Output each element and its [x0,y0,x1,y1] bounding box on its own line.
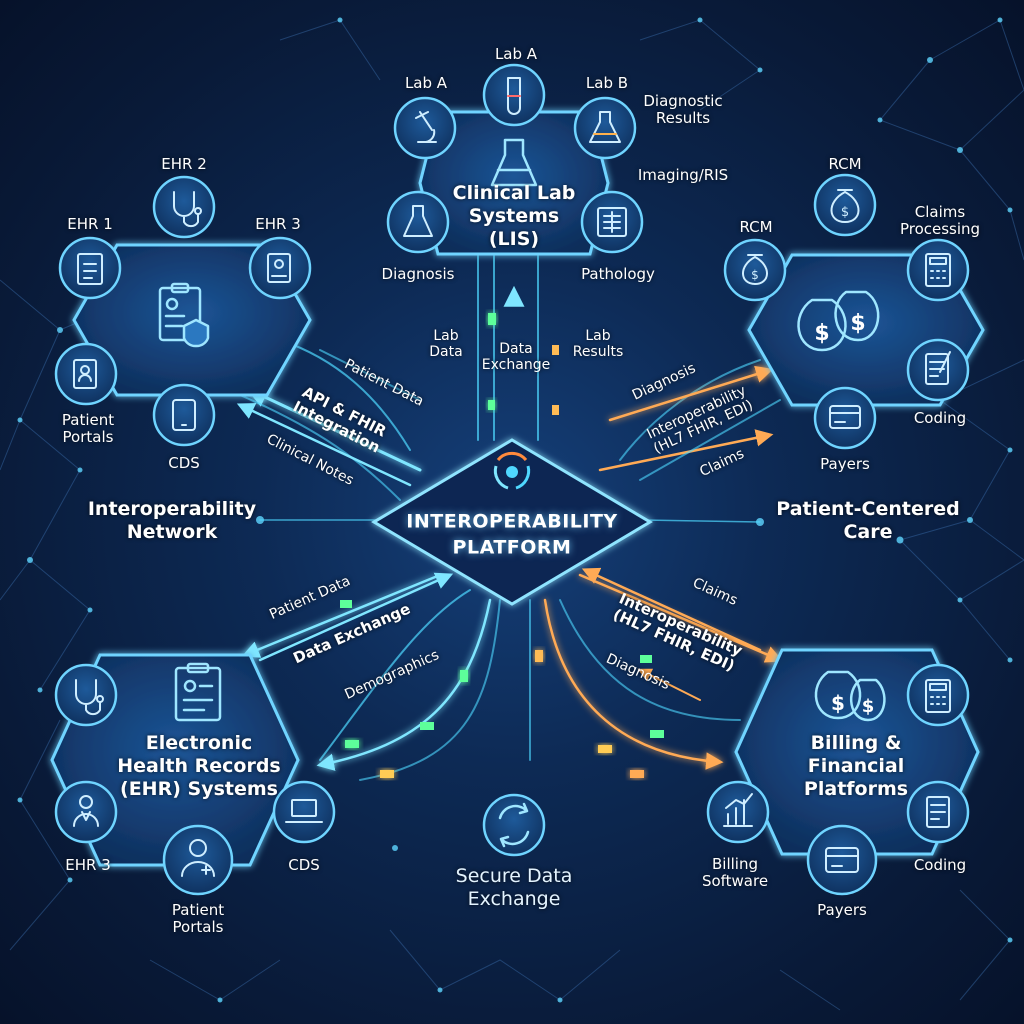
lis-node-top-label: Lab A [494,45,538,63]
rcm-top-label: RCM [828,155,862,173]
hub-shape [371,438,653,606]
billing-coding-label: Coding [913,856,967,874]
stethoscope-icon [173,191,202,228]
interoperability-network-label: Interoperability Network [87,498,257,543]
lis-imaging-label: Imaging/RIS [637,166,729,184]
health-record-icon [174,662,222,722]
ehr3-label: EHR 3 [255,215,301,233]
flask-icon [589,111,621,143]
hub-title-line1: INTEROPERABILITY [406,510,618,533]
lis-cluster-title: Clinical Lab Systems (LIS) [452,181,576,250]
svg-text:$: $ [751,268,759,282]
sync-exchange-icon [498,802,530,848]
secure-data-exchange-label: Secure Data Exchange [455,865,573,910]
node-icons: $ $ $$ $$ [73,77,951,877]
patient-portals-bottom-label: Patient Portals [171,901,225,937]
flask-icon [490,138,538,187]
patient-portal-icon [73,359,97,389]
money-bag-icon: $ [742,254,768,285]
medical-clipboard-icon [158,282,210,348]
money-bags-icon: $$ [814,670,886,722]
hub-title: INTEROPERABILITY PLATFORM [406,509,617,560]
flow-lab-data: Lab Data [429,327,463,360]
calculator-icon [925,253,951,287]
flow-data-exchange-top: Data Exchange [481,340,551,373]
money-bags-icon: $$ [797,290,880,352]
lis-node-top-right-label: Lab B [585,74,629,92]
hub-logo-icon [493,451,531,490]
microscope-icon [415,111,437,143]
ehr1-label: EHR 1 [67,215,113,233]
rcm-payers-label: Payers [820,455,870,473]
svg-text:$: $ [841,205,849,220]
hub-title-line2: PLATFORM [452,536,572,558]
credit-card-icon [829,405,861,429]
lis-diagnostic-results-label: Diagnostic Results [643,92,723,128]
money-bag-icon: $ [830,189,860,223]
lis-node-pathology-label: Pathology [581,265,655,283]
billing-software-label: Billing Software [701,855,769,891]
flow-lab-results: Lab Results [572,327,624,360]
patient-icon [181,839,215,877]
billing-payers-label: Payers [817,901,867,919]
record-icon [267,253,291,283]
claims-processing-label: Claims Processing [899,203,981,239]
growth-chart-icon [723,793,753,827]
xray-icon [597,207,627,237]
coding-document-icon [926,796,950,828]
patient-centered-care-label: Patient-Centered Care [776,498,960,543]
patient-portals-label: Patient Portals [61,411,115,447]
rcm-coding-label: Coding [913,409,967,427]
test-tube-icon [507,77,521,115]
flask-icon [403,205,433,237]
rcm-left-label: RCM [739,218,773,236]
svg-text:$: $ [862,696,875,717]
satellite-nodes [54,63,970,896]
svg-text:$: $ [831,691,845,715]
coding-document-icon [925,351,951,385]
credit-card-icon [825,847,859,873]
billing-cluster-title: Billing & Financial Platforms [803,731,909,800]
cds-bottom-label: CDS [288,856,320,874]
data-packets [340,313,664,778]
ehr2-label: EHR 2 [161,155,207,173]
calculator-icon [925,679,951,713]
connector-lines [236,254,784,785]
ehr3-bottom-label: EHR 3 [65,856,111,874]
doctor-icon [73,795,99,827]
clipboard-icon [77,253,103,285]
stethoscope-icon [75,679,104,716]
ehr-cluster-title: Electronic Health Records (EHR) Systems [117,731,281,800]
svg-text:$: $ [850,311,865,336]
laptop-icon [285,799,323,823]
lis-node-diagnosis-label: Diagnosis [381,265,455,283]
tablet-icon [172,399,196,431]
svg-text:$: $ [814,321,829,346]
lis-node-top-left-label: Lab A [404,74,448,92]
cds-label: CDS [168,454,200,472]
